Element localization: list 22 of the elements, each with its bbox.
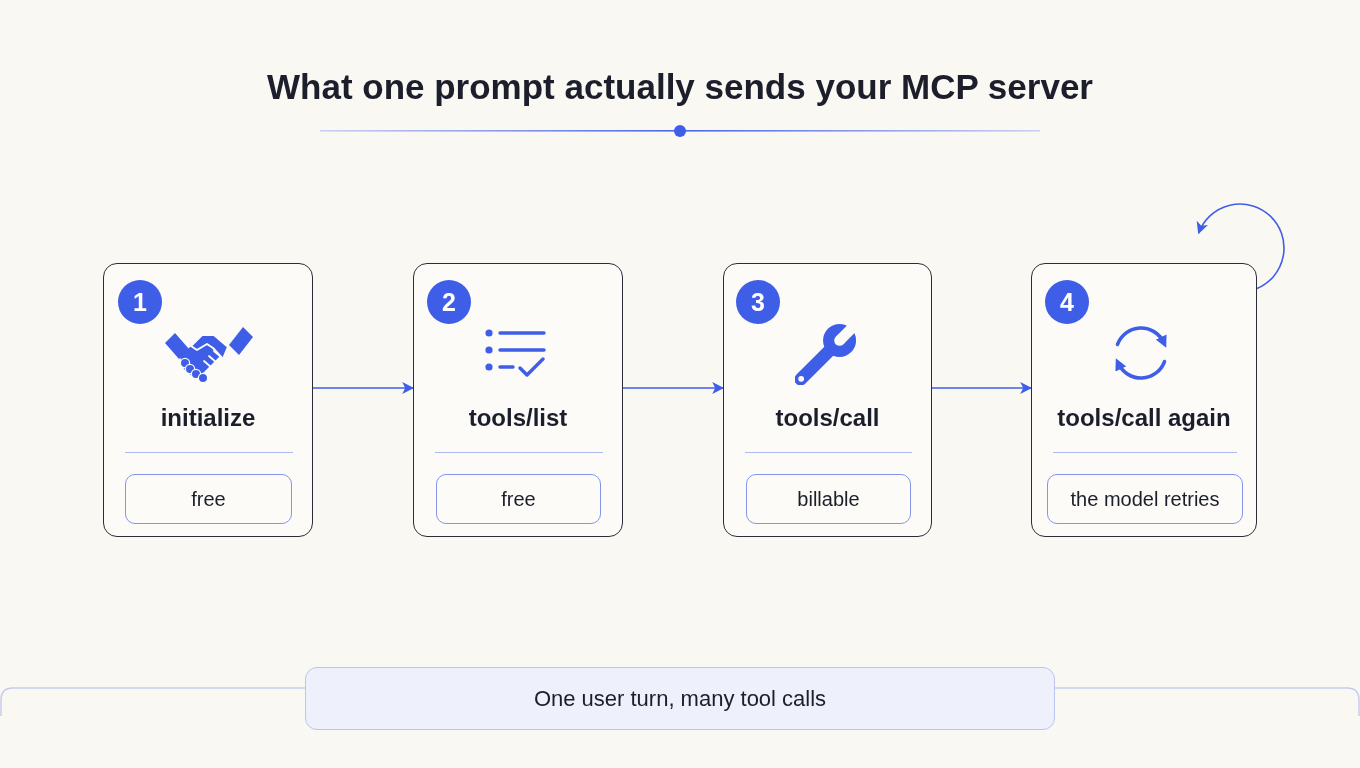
step-card bbox=[413, 263, 623, 537]
step-card bbox=[723, 263, 932, 537]
step-number-badge: 1 bbox=[118, 280, 162, 324]
step-number-badge: 3 bbox=[736, 280, 780, 324]
step-title: initialize bbox=[160, 403, 256, 433]
step-number-badge: 2 bbox=[427, 280, 471, 324]
arrow bbox=[622, 382, 725, 394]
step-card bbox=[1031, 263, 1257, 537]
cost-tag: free bbox=[436, 474, 601, 524]
step-card bbox=[103, 263, 313, 537]
cost-tag: billable bbox=[746, 474, 911, 524]
step-title: tools/call again bbox=[1057, 403, 1231, 433]
diagram-title: What one prompt actually sends your MCP server bbox=[267, 66, 1093, 108]
arrow bbox=[312, 382, 415, 394]
cost-tag: the model retries bbox=[1047, 474, 1243, 524]
step-title: tools/call bbox=[775, 403, 880, 433]
cost-tag: free bbox=[125, 474, 292, 524]
summary-banner: One user turn, many tool calls bbox=[305, 667, 1055, 730]
step-number-badge: 4 bbox=[1045, 280, 1089, 324]
arrow bbox=[931, 382, 1033, 394]
loop-arrow bbox=[1197, 203, 1285, 290]
step-title: tools/list bbox=[468, 403, 568, 433]
